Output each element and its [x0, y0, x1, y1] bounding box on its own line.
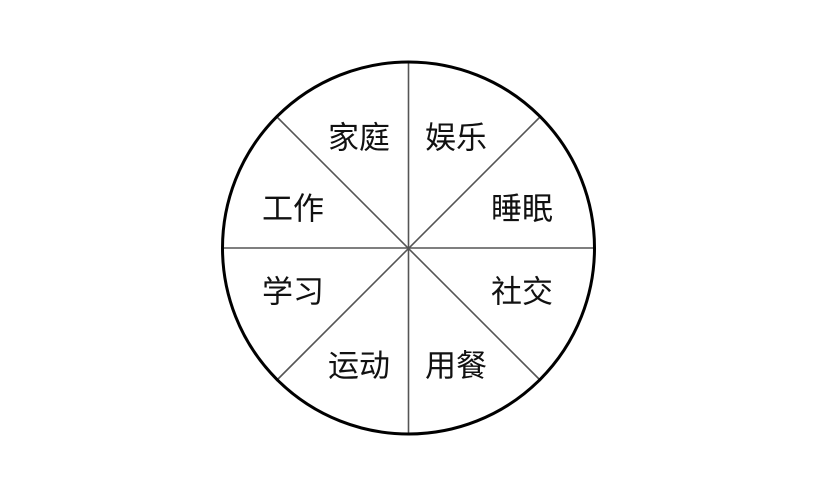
- segment-label-social: 社交: [491, 274, 553, 311]
- divider-diagonal-up: [276, 116, 541, 381]
- segment-label-entertainment: 娱乐: [425, 120, 487, 157]
- segment-label-study: 学习: [262, 274, 324, 311]
- segment-label-exercise: 运动: [328, 348, 390, 385]
- segment-label-dining: 用餐: [425, 348, 487, 385]
- segment-label-work: 工作: [262, 191, 324, 228]
- wheel-outline: [221, 60, 596, 436]
- segment-label-family: 家庭: [328, 120, 390, 157]
- divider-lines: [222, 62, 595, 434]
- segment-label-sleep: 睡眠: [491, 191, 553, 228]
